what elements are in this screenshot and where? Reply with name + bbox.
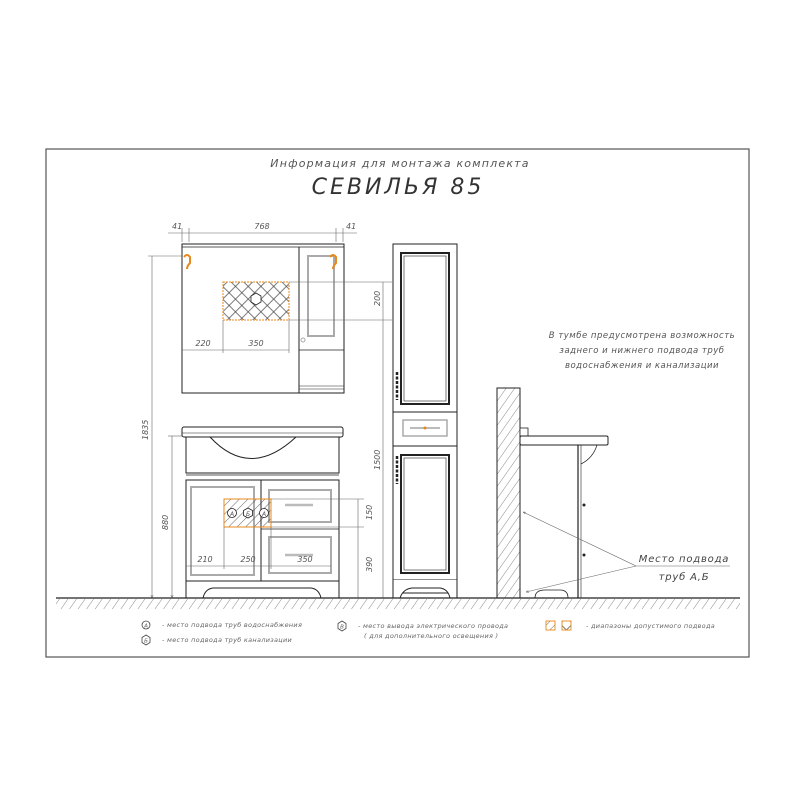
dim-vanity-height: 880 [161, 515, 170, 530]
marker-b-icon: Б [243, 507, 253, 519]
svg-text:- диапазоны допустимого подвод: - диапазоны допустимого подвода [586, 622, 715, 630]
wall [496, 387, 521, 599]
legend: А - место подвода труб водоснабжения Б -… [141, 620, 715, 646]
svg-text:А: А [143, 624, 148, 630]
hook-icon [183, 254, 191, 270]
hook-icon [329, 254, 337, 270]
marker-a-icon: А [227, 508, 237, 518]
mirror-cabinet: 41 768 41 220 350 200 [168, 222, 392, 394]
svg-text:В: В [340, 625, 344, 631]
marker-b-icon [141, 634, 151, 646]
svg-text:- место подвода труб водоснабж: - место подвода труб водоснабжения [162, 621, 302, 629]
hatch-range-icon [545, 620, 556, 631]
drawing-subtitle: Информация для монтажа комплекта [270, 157, 529, 170]
pipe-connection-label: Место подвода [639, 554, 729, 565]
vanity-unit: 1835 880 А Б А [141, 255, 374, 598]
pipe-connection-label-2: труб А,Б [659, 571, 710, 583]
legend-item-sewage: Б - место подвода труб канализации [141, 634, 292, 646]
legend-item-water: А - место подвода труб водоснабжения [141, 620, 302, 630]
dim-mirror-right-margin: 41 [346, 222, 356, 231]
cross-range-icon [561, 620, 572, 631]
dim-offset-1: 210 [197, 555, 212, 564]
svg-text:заднего и нижнего подвода труб: заднего и нижнего подвода труб [559, 346, 724, 356]
svg-text:Б: Б [246, 511, 250, 518]
dim-column-height: 1500 [373, 450, 382, 470]
dim-zone-bottom-390: 390 [365, 557, 374, 572]
side-view: Место подвода труб А,Б [496, 387, 730, 599]
svg-text:- место вывода электрического: - место вывода электрического провода [358, 622, 508, 630]
marker-v-icon [250, 292, 262, 306]
marker-a-icon: А [259, 508, 269, 518]
svg-text:В тумбе предусмотрена возможно: В тумбе предусмотрена возможность [549, 331, 735, 341]
svg-text:А: А [261, 511, 266, 518]
dim-zone-height-150: 150 [365, 505, 374, 520]
svg-text:( для дополнительного освещени: ( для дополнительного освещения ) [364, 632, 498, 640]
drawing-title: СЕВИЛЬЯ 85 [312, 175, 485, 200]
dim-mirror-width: 768 [254, 222, 269, 231]
dim-zone-offset: 220 [195, 339, 210, 348]
floor [56, 597, 740, 609]
svg-text:Б: Б [144, 639, 148, 645]
installation-note: В тумбе предусмотрена возможность заднег… [549, 331, 735, 371]
dim-zone-width: 350 [248, 339, 263, 348]
svg-text:водоснабжения и канализации: водоснабжения и канализации [565, 361, 719, 371]
svg-text:- место подвода труб канализац: - место подвода труб канализации [162, 636, 292, 644]
dim-zone-height: 200 [373, 291, 382, 306]
legend-item-electric: В - место вывода электрического провода … [337, 620, 508, 640]
drawing-frame [45, 148, 750, 658]
dim-offset-2: 250 [240, 555, 255, 564]
dim-drawer-width: 350 [297, 555, 312, 564]
marker-a-icon [141, 620, 151, 630]
marker-v-icon [337, 620, 347, 632]
dim-total-height: 1835 [141, 420, 150, 440]
legend-item-range: - диапазоны допустимого подвода [545, 620, 715, 631]
tall-column-cabinet: 1500 [373, 243, 458, 599]
svg-text:А: А [229, 511, 234, 518]
dim-mirror-left-margin: 41 [172, 222, 182, 231]
